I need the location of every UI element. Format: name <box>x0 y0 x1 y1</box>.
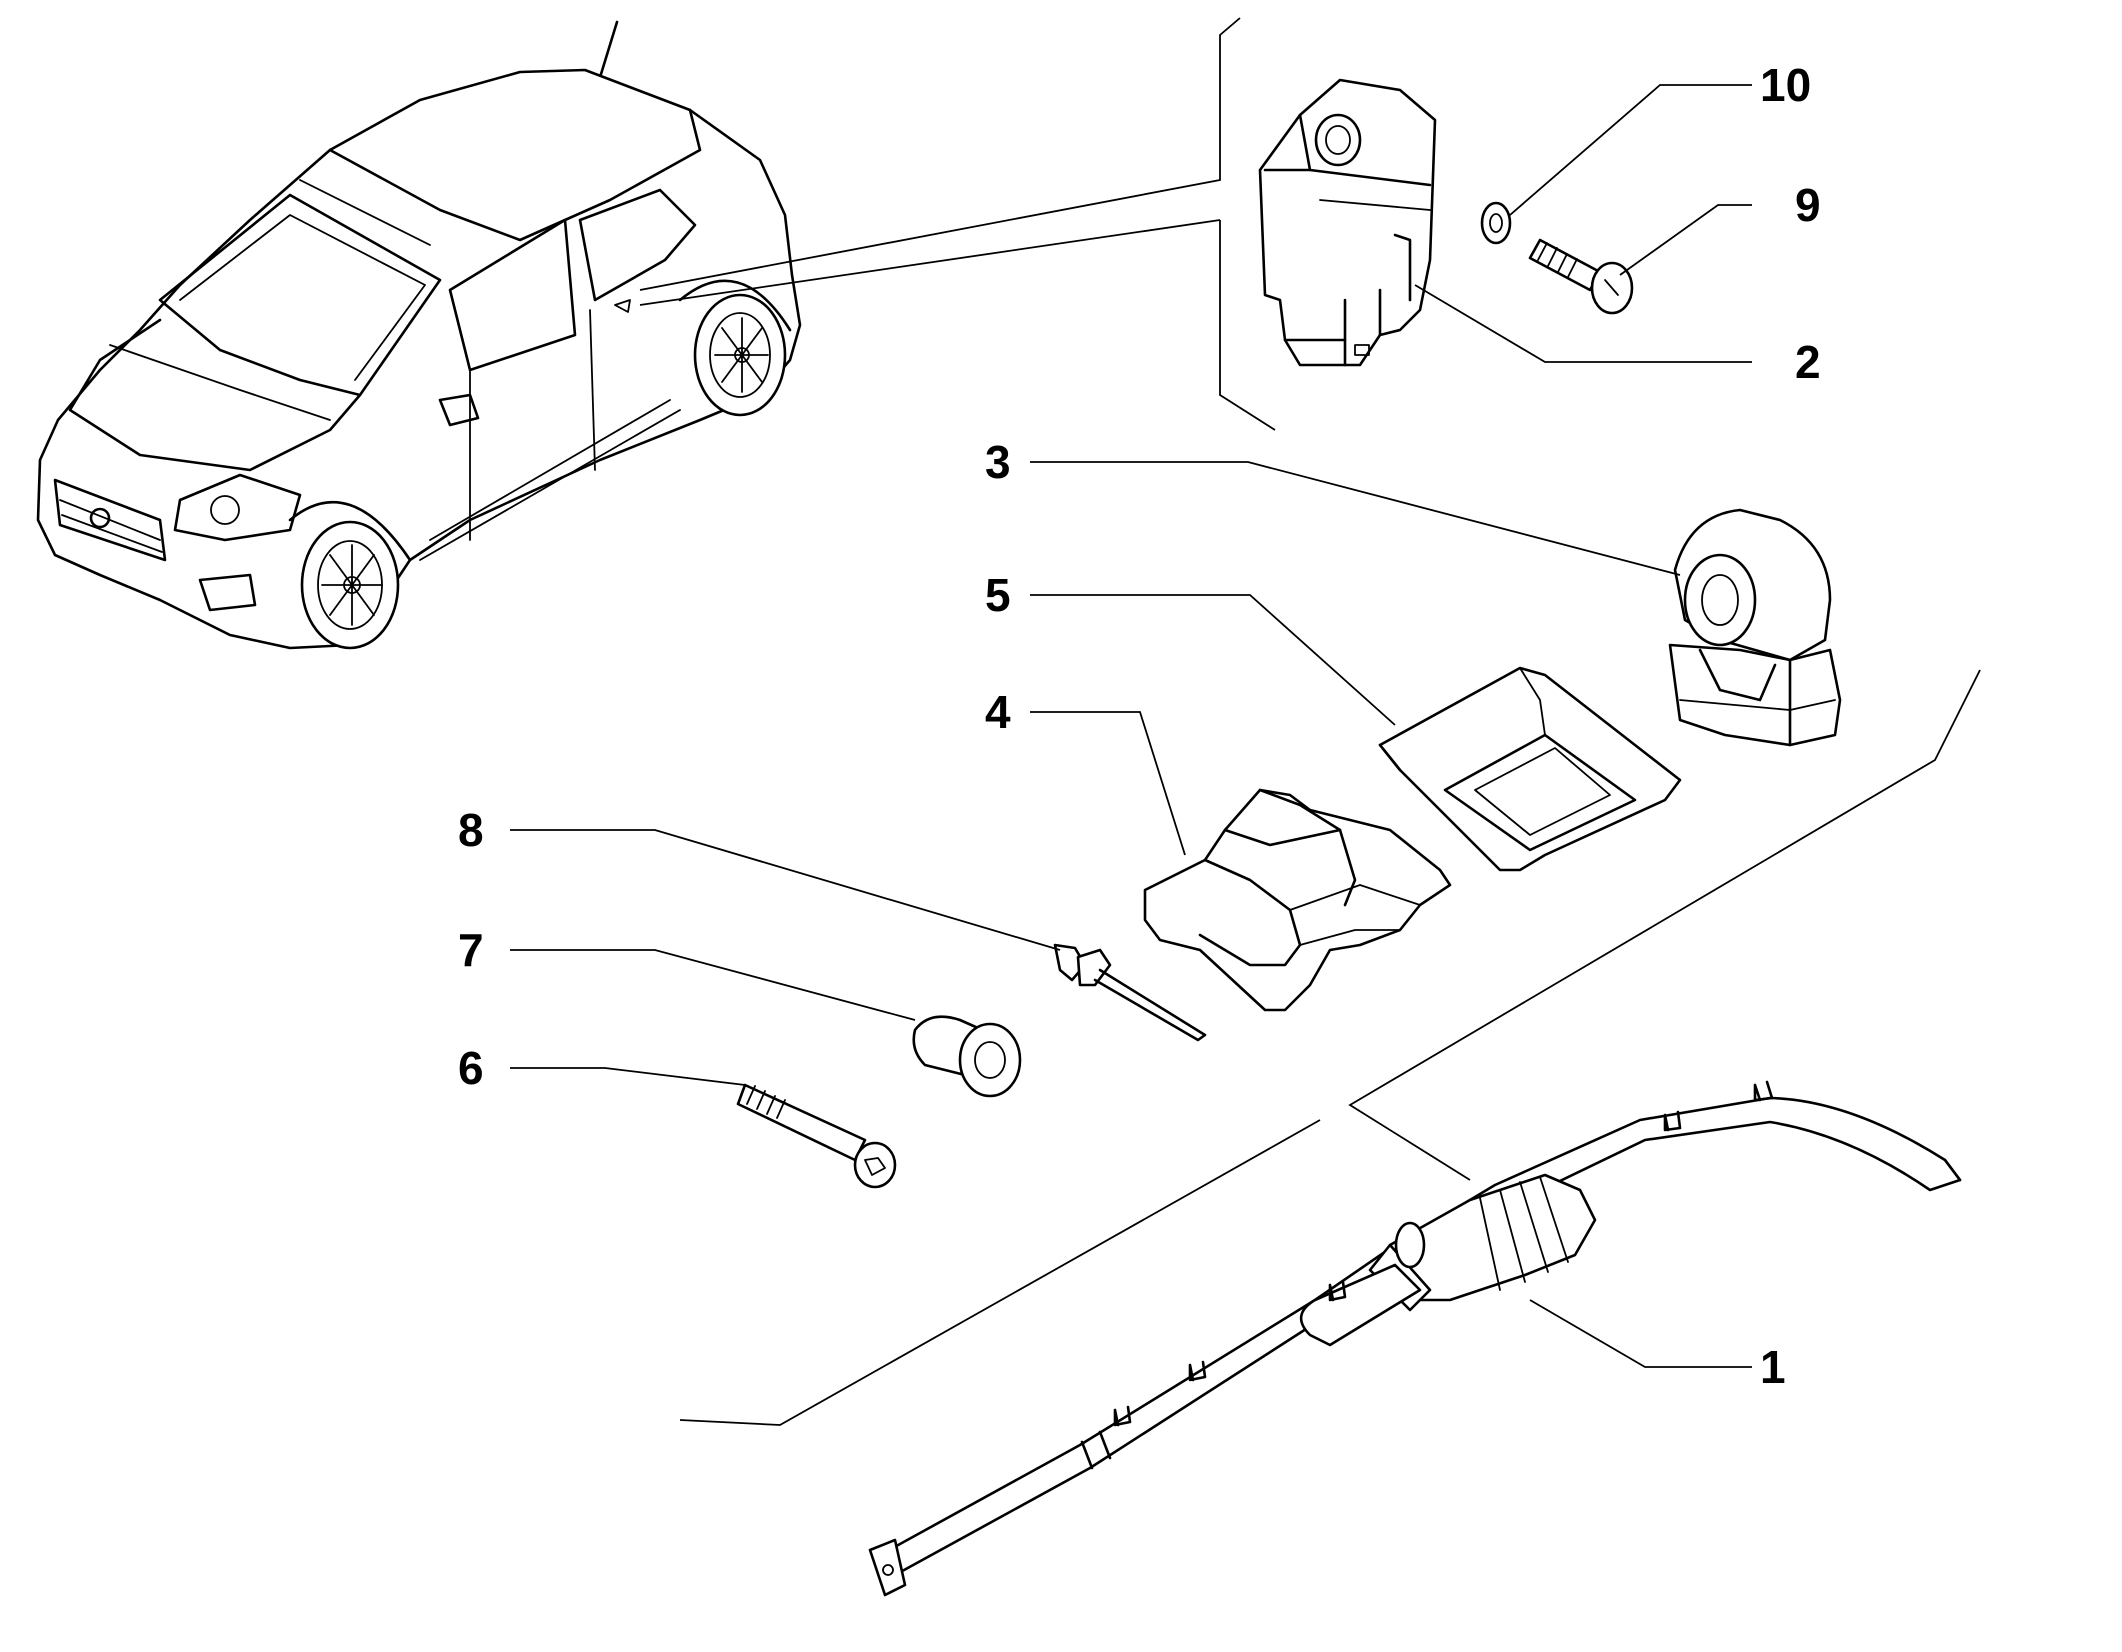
car-illustration <box>36 20 802 650</box>
callout-9: 9 <box>1795 179 1821 231</box>
cable-part-1 <box>679 669 1981 1597</box>
callout-labels: 10 9 2 3 5 4 8 7 6 1 <box>458 59 1821 1393</box>
bracket-plate-part-5 <box>1378 666 1682 872</box>
callout-5: 5 <box>985 569 1011 621</box>
washer-part-10 <box>1480 201 1512 245</box>
bolt-part-9 <box>1528 238 1634 315</box>
rivet-part-8 <box>1053 943 1207 1042</box>
holder-part-4 <box>1143 788 1452 1012</box>
impact-sensor-part-2 <box>1258 78 1437 367</box>
clip-part-3 <box>1668 508 1842 747</box>
detail-bracket <box>639 17 1276 431</box>
leader-lines <box>510 84 1752 1368</box>
callout-1: 1 <box>1760 1341 1786 1393</box>
callout-6: 6 <box>458 1042 484 1094</box>
callout-4: 4 <box>985 686 1011 738</box>
callout-2: 2 <box>1795 336 1821 388</box>
callout-3: 3 <box>985 436 1011 488</box>
bolt-part-6 <box>736 1083 897 1189</box>
nut-insert-part-7 <box>912 1015 1022 1098</box>
callout-8: 8 <box>458 804 484 856</box>
callout-10: 10 <box>1760 59 1811 111</box>
callout-7: 7 <box>458 924 484 976</box>
